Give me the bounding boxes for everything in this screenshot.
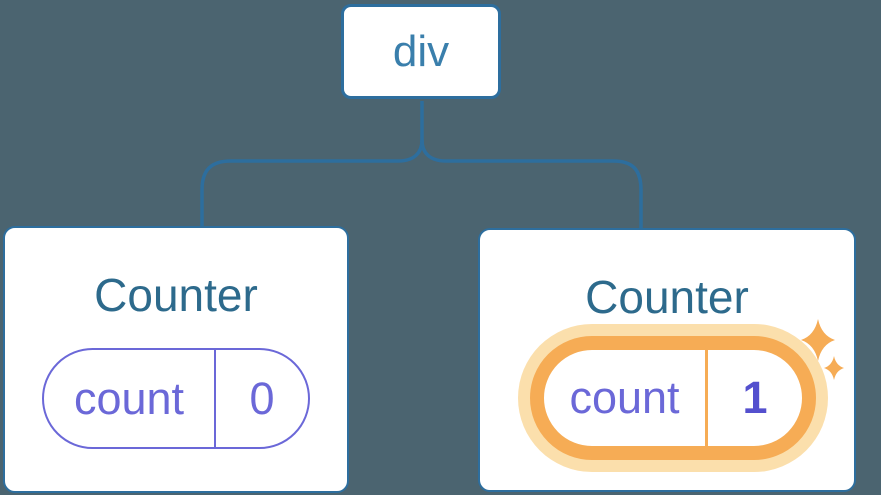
state-key-label: count (44, 350, 216, 447)
sparkle-large-icon (801, 319, 835, 361)
root-node-label: div (392, 26, 450, 76)
state-pill-highlighted: count 1 (530, 336, 816, 460)
sparkle-icon (801, 319, 844, 380)
state-key-label: count (544, 350, 708, 446)
root-node: div (341, 4, 501, 99)
counter-card-right: Counter count 1 (478, 228, 856, 492)
state-pill: count 0 (42, 348, 310, 449)
state-value: 0 (249, 372, 275, 424)
card-title: Counter (94, 269, 258, 321)
card-title: Counter (585, 271, 749, 323)
sparkle-small-icon (824, 356, 844, 380)
counter-card-left: Counter count 0 (3, 226, 349, 493)
state-value: 1 (742, 372, 768, 423)
